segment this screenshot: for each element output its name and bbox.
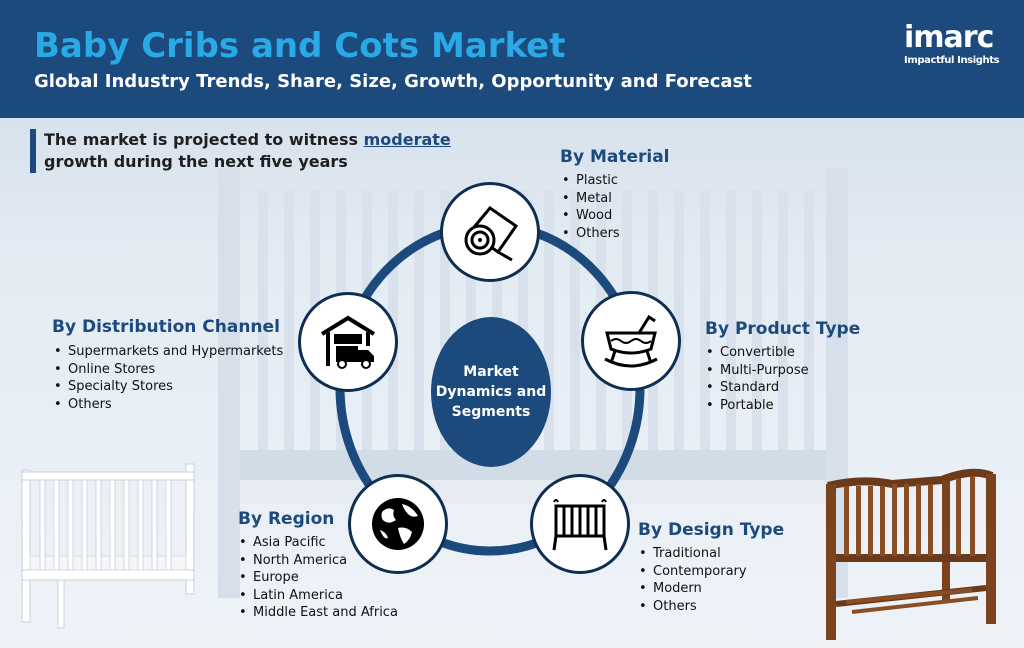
- product-type-list: Convertible Multi-Purpose Standard Porta…: [706, 344, 809, 414]
- design-type-list: Traditional Contemporary Modern Others: [639, 545, 747, 615]
- list-item: Portable: [706, 397, 809, 415]
- white-crib-image: [21, 463, 195, 629]
- distribution-list: Supermarkets and Hypermarkets Online Sto…: [54, 343, 283, 413]
- warehouse-truck-icon: [320, 315, 376, 369]
- list-item: Multi-Purpose: [706, 362, 809, 380]
- design-type-title: By Design Type: [638, 520, 785, 540]
- distribution-node[interactable]: [298, 292, 398, 392]
- projection-before: The market is projected to witness: [44, 130, 364, 149]
- list-item: Convertible: [706, 344, 809, 362]
- market-projection-text: The market is projected to witness moder…: [30, 129, 480, 173]
- list-item: Supermarkets and Hypermarkets: [54, 343, 283, 361]
- product-type-title: By Product Type: [705, 319, 861, 339]
- wooden-crib-image: [826, 468, 996, 640]
- page-subtitle: Global Industry Trends, Share, Size, Gro…: [34, 71, 752, 92]
- list-item: North America: [239, 552, 398, 570]
- list-item: Contemporary: [639, 563, 747, 581]
- list-item: Wood: [562, 207, 620, 225]
- projection-after: growth during the next five years: [44, 152, 348, 171]
- list-item: Modern: [639, 580, 747, 598]
- crib-icon: [552, 499, 608, 551]
- fabric-roll-icon: [464, 205, 519, 262]
- list-item: Plastic: [562, 172, 620, 190]
- region-title: By Region: [238, 509, 335, 529]
- list-item: Others: [562, 225, 620, 243]
- list-item: Middle East and Africa: [239, 604, 398, 622]
- list-item: Specialty Stores: [54, 378, 283, 396]
- material-title: By Material: [560, 147, 670, 167]
- logo-mark: imarc: [904, 20, 994, 55]
- cradle-icon: [604, 314, 658, 368]
- list-item: Metal: [562, 190, 620, 208]
- center-hub: Market Dynamics and Segments: [431, 317, 551, 467]
- page-title: Baby Cribs and Cots Market: [34, 26, 566, 66]
- list-item: Asia Pacific: [239, 534, 398, 552]
- imarc-logo[interactable]: imarc Impactful Insights: [904, 20, 1014, 90]
- product-type-node[interactable]: [581, 291, 681, 391]
- list-item: Others: [54, 396, 283, 414]
- list-item: Europe: [239, 569, 398, 587]
- material-node[interactable]: [440, 182, 540, 282]
- projection-highlight: moderate: [363, 130, 451, 149]
- list-item: Others: [639, 598, 747, 616]
- design-type-node[interactable]: [530, 474, 630, 574]
- list-item: Online Stores: [54, 361, 283, 379]
- center-label: Market Dynamics and Segments: [435, 364, 547, 420]
- region-list: Asia Pacific North America Europe Latin …: [239, 534, 398, 622]
- logo-tagline: Impactful Insights: [904, 55, 1000, 66]
- list-item: Latin America: [239, 587, 398, 605]
- material-list: Plastic Metal Wood Others: [562, 172, 620, 242]
- header-banner: Baby Cribs and Cots Market Global Indust…: [0, 0, 1024, 118]
- distribution-title: By Distribution Channel: [52, 317, 280, 337]
- list-item: Traditional: [639, 545, 747, 563]
- list-item: Standard: [706, 379, 809, 397]
